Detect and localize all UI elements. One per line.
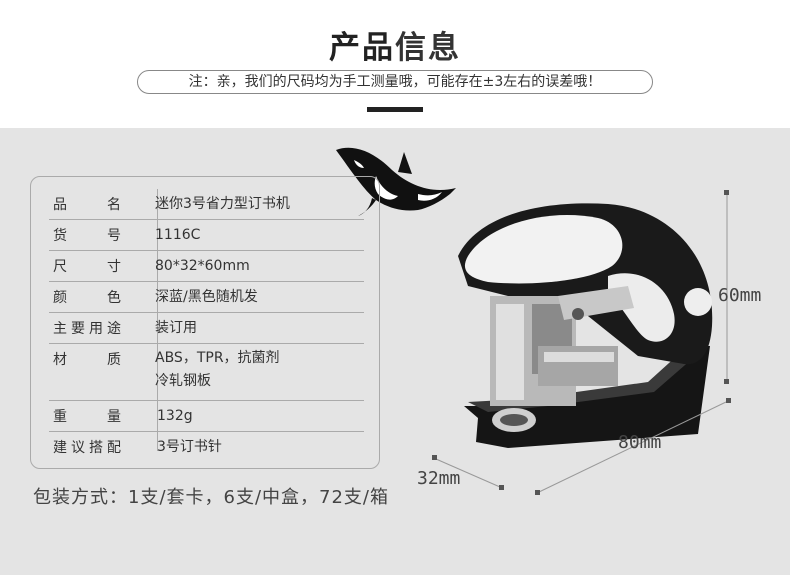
title-underline: [367, 107, 423, 112]
spec-row: 颜 色 深蓝/黑色随机发: [49, 282, 364, 313]
length-dimension-line: [538, 401, 727, 493]
dimension-marker: [724, 379, 729, 384]
header: 产品信息 注：亲，我们的尺码均为手工测量哦，可能存在±3左右的误差哦！: [0, 0, 790, 128]
spec-value: 1116C: [155, 227, 201, 243]
dimension-marker: [726, 398, 731, 403]
dimension-marker: [432, 455, 437, 460]
spec-row: 品 名 迷你3号省力型订书机: [49, 189, 364, 220]
spec-value: 装订用: [155, 320, 197, 336]
spec-row: 建议搭配 3号订书针: [49, 432, 364, 462]
page-title: 产品信息: [0, 22, 790, 67]
spec-row: 材 质 ABS，TPR，抗菌剂 冷轧钢板: [49, 344, 364, 401]
spec-label: 主要用途: [53, 321, 121, 337]
stapler-product-image: [458, 203, 713, 448]
spec-value: ABS，TPR，抗菌剂: [155, 350, 280, 366]
spec-label: 颜 色: [53, 290, 121, 306]
title-main: 产品: [329, 30, 395, 66]
spec-label: 重 量: [53, 409, 121, 425]
width-dimension-line: [435, 458, 501, 488]
spec-value: 3号订书针: [157, 439, 222, 455]
spec-value: 132g: [157, 408, 193, 424]
spec-value: 80*32*60mm: [155, 258, 250, 274]
dimension-marker: [724, 190, 729, 195]
spec-label: 材 质: [53, 352, 121, 368]
spec-divider: [157, 189, 158, 451]
length-label: 80mm: [618, 432, 662, 453]
width-label: 32mm: [417, 468, 461, 489]
spec-label: 尺 寸: [53, 259, 121, 275]
title-accent: 信息: [395, 30, 461, 66]
spec-row: 尺 寸 80*32*60mm: [49, 251, 364, 282]
packaging-info: 包装方式：1支/套卡，6支/中盒，72支/箱: [33, 487, 390, 508]
spec-label: 货 号: [53, 228, 121, 244]
spec-row: 重 量 132g: [49, 401, 364, 432]
dimension-marker: [499, 485, 504, 490]
spec-value-line2: 冷轧钢板: [155, 373, 211, 389]
spec-label: 建议搭配: [53, 440, 121, 456]
spec-value: 迷你3号省力型订书机: [155, 196, 290, 212]
spec-row: 主要用途 装订用: [49, 313, 364, 344]
orca-icon: [336, 147, 456, 216]
dimension-marker: [535, 490, 540, 495]
height-label: 60mm: [718, 285, 762, 306]
spec-table: 品 名 迷你3号省力型订书机 货 号 1116C 尺 寸 80*32*60mm …: [30, 176, 380, 469]
spec-row: 货 号 1116C: [49, 220, 364, 251]
measurement-note: 注：亲，我们的尺码均为手工测量哦，可能存在±3左右的误差哦！: [137, 70, 653, 94]
spec-label: 品 名: [53, 197, 121, 213]
height-dimension-line: [726, 194, 728, 380]
spec-value: 深蓝/黑色随机发: [155, 289, 258, 305]
